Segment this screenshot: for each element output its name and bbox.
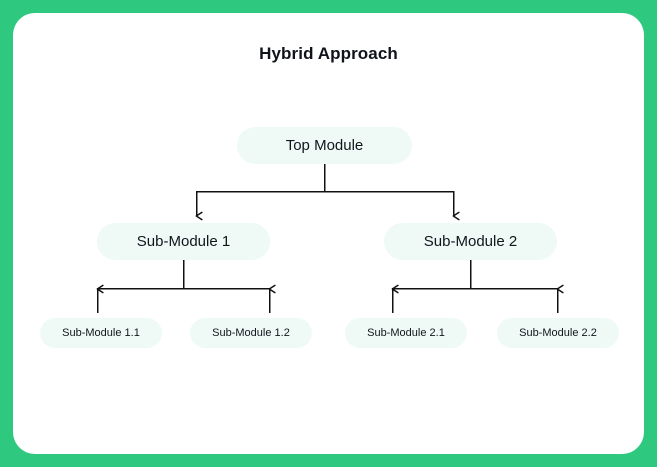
- page-title: Hybrid Approach: [259, 44, 398, 63]
- node-label: Sub-Module 2.1: [367, 326, 445, 339]
- node-sub-module-2-1[interactable]: Sub-Module 2.1: [345, 318, 467, 348]
- node-label: Sub-Module 1.1: [62, 326, 140, 339]
- node-label: Sub-Module 2: [423, 233, 518, 250]
- node-sub-module-1-2[interactable]: Sub-Module 1.2: [190, 318, 312, 348]
- node-label: Top Module: [285, 137, 364, 154]
- node-sub-module-1-1[interactable]: Sub-Module 1.1: [40, 318, 162, 348]
- node-sub-module-2[interactable]: Sub-Module 2: [384, 223, 557, 260]
- node-sub-module-2-2[interactable]: Sub-Module 2.2: [497, 318, 619, 348]
- node-label: Sub-Module 1: [136, 233, 231, 250]
- node-sub-module-1[interactable]: Sub-Module 1: [97, 223, 270, 260]
- node-top-module[interactable]: Top Module: [237, 127, 412, 164]
- node-label: Sub-Module 1.2: [212, 326, 290, 339]
- diagram-card: Hybrid Approach: [13, 13, 644, 454]
- node-label: Sub-Module 2.2: [519, 326, 597, 339]
- hybrid-approach-tree-diagram: Top Module Sub-Module 1 Sub-Module 2 Sub…: [13, 13, 644, 454]
